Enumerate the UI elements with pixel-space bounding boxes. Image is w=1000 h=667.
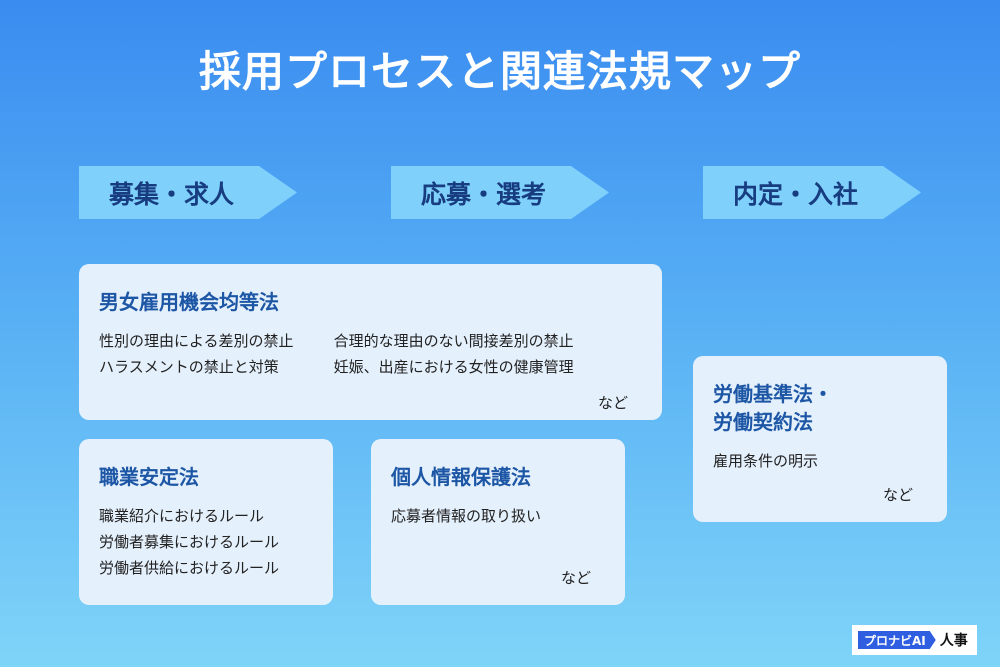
card-etc: など: [597, 394, 628, 412]
card-item: 雇用条件の明示: [713, 452, 819, 470]
card-etc: など: [882, 486, 913, 504]
card-item: ハラスメントの禁止と対策: [99, 358, 279, 376]
card-title: 個人情報保護法: [391, 465, 531, 489]
brand-logo: プロナビAI 人事: [852, 625, 977, 655]
card-title: 職業安定法: [99, 465, 199, 489]
card-equal-opportunity-law: 男女雇用機会均等法 性別の理由による差別の禁止ハラスメントの禁止と対策 合理的な…: [79, 264, 662, 420]
card-title: 労働基準法・労働契約法: [713, 382, 833, 434]
card-item: 妊娠、出産における女性の健康管理: [333, 358, 574, 376]
logo-brand: プロナビAI: [858, 631, 936, 649]
stage-recruiting: 募集・求人: [79, 166, 297, 219]
card-title: 男女雇用機会均等法: [99, 290, 279, 314]
stage-selection: 応募・選考: [391, 166, 609, 219]
card-item: 性別の理由による差別の禁止: [99, 332, 294, 350]
card-item: 応募者情報の取り扱い: [391, 507, 542, 525]
stage-onboarding: 内定・入社: [703, 166, 921, 219]
logo-suffix: 人事: [939, 633, 968, 649]
card-item: 労働者供給におけるルール: [99, 559, 280, 577]
card-item: 労働者募集におけるルール: [99, 533, 280, 551]
card-item: 合理的な理由のない間接差別の禁止: [333, 332, 574, 350]
card-privacy-law: 個人情報保護法 応募者情報の取り扱い など: [371, 439, 625, 605]
page-title: 採用プロセスと関連法規マップ: [198, 47, 801, 96]
card-employment-security-law: 職業安定法 職業紹介におけるルール 労働者募集におけるルール 労働者供給における…: [79, 439, 333, 605]
card-etc: など: [560, 569, 591, 587]
card-labor-law: 労働基準法・労働契約法 雇用条件の明示 など: [693, 356, 947, 522]
card-item: 職業紹介におけるルール: [99, 507, 265, 525]
